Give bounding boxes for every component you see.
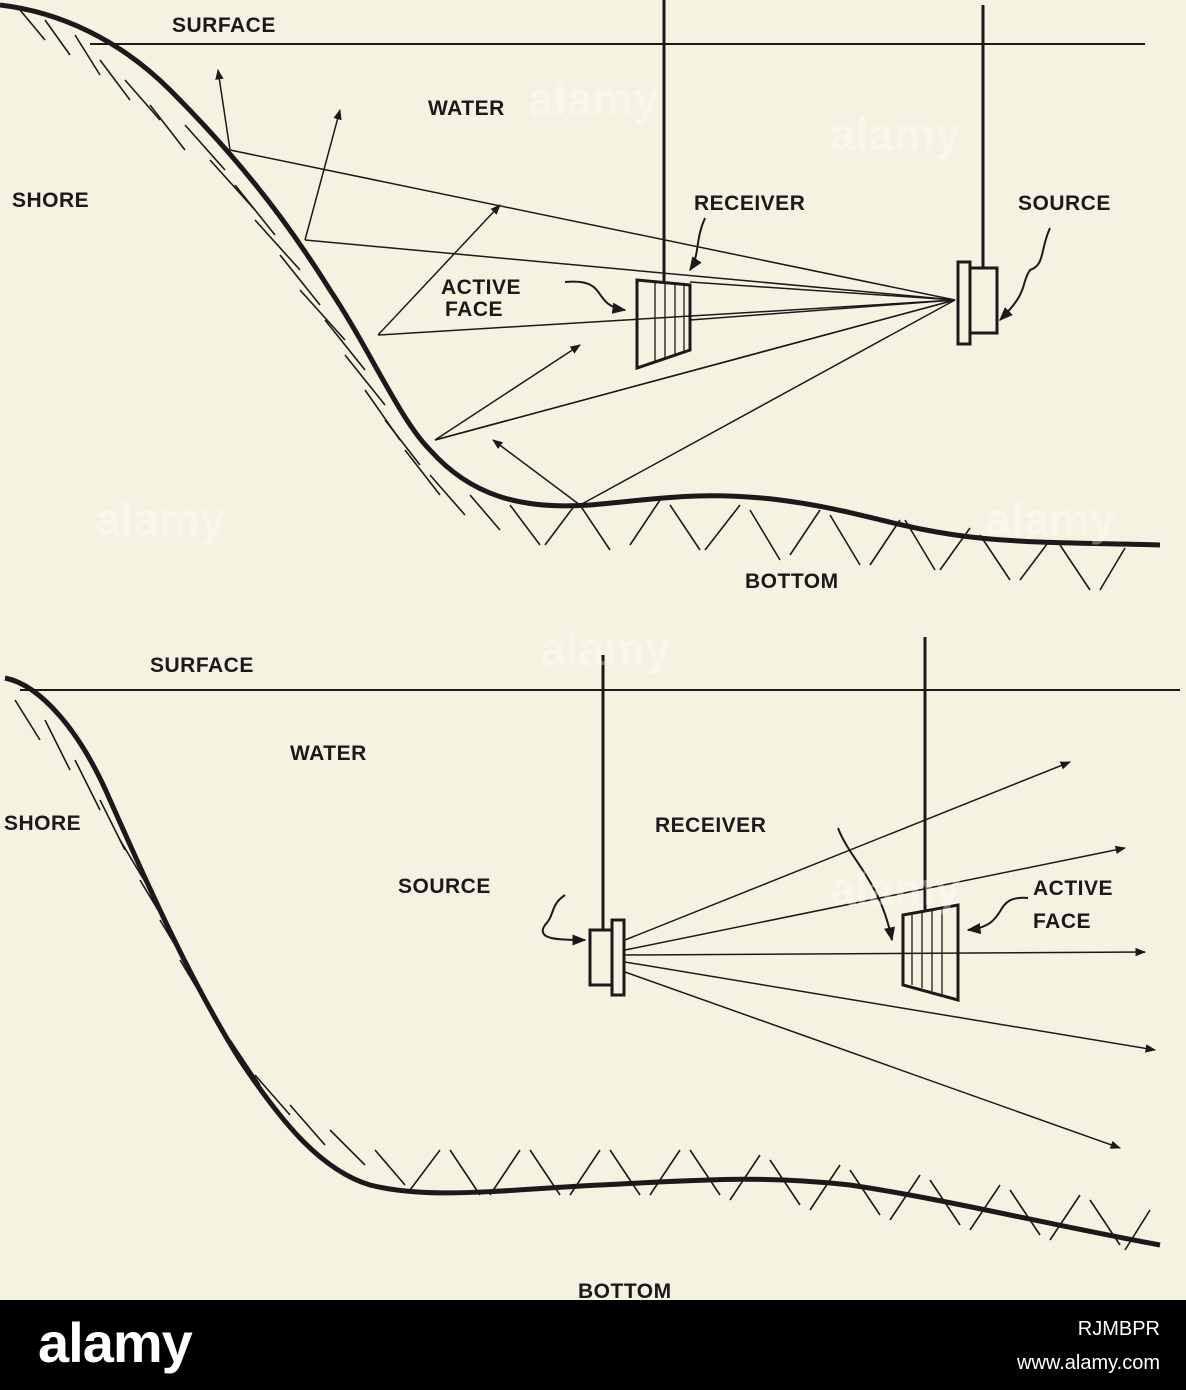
watermark: alamy [95,493,226,545]
seabed-hatching [19,9,1126,591]
shoreline-profile [4,675,1161,1248]
sonar-diagram: SURFACE WATER SHORE RECEIVER SOURCE ACTI… [0,0,1180,1300]
label-face: FACE [445,298,503,321]
label-bottom: BOTTOM [745,570,839,593]
label-receiver: RECEIVER [694,192,805,215]
watermark: alamy [830,108,961,160]
active-face-pointer [564,280,627,314]
source-flange [956,260,972,346]
watermark-layer: alamy alamy alamy alamy alamy alamy [95,73,1116,915]
label-receiver: RECEIVER [655,814,766,837]
active-face-pointer [966,896,1029,935]
source-pointer [541,894,587,946]
watermark: alamy [985,493,1116,545]
label-surface: SURFACE [150,654,254,677]
top-panel: SURFACE WATER SHORE RECEIVER SOURCE ACTI… [0,0,1161,593]
label-shore: SHORE [4,812,81,835]
watermark: alamy [528,73,659,125]
source-transducer [965,266,999,335]
label-shore: SHORE [12,189,89,212]
sound-rays [624,761,1157,1149]
label-source: SOURCE [1018,192,1111,215]
seabed-hatching [14,699,1151,1251]
receiver-pointer [689,217,706,272]
watermark: alamy [540,623,671,675]
bottom-panel: SURFACE WATER SHORE RECEIVER SOURCE ACTI… [4,637,1180,1300]
watermark: alamy [830,863,961,915]
footer-bar: alamy RJMBPR www.alamy.com [0,1300,1186,1390]
footer-logo: alamy [38,1311,193,1374]
source-pointer [999,227,1051,321]
sound-rays [229,149,956,506]
label-active: ACTIVE [441,276,521,299]
label-water: WATER [428,97,505,120]
label-face: FACE [1033,910,1091,933]
receiver-stripes [911,909,943,994]
receiver-transducer [635,278,692,371]
label-bottom: BOTTOM [578,1280,672,1300]
source-flange [610,918,626,997]
reflected-rays [215,68,581,506]
shoreline-profile [0,2,1161,548]
footer-site: www.alamy.com [1017,1352,1160,1374]
label-water: WATER [290,742,367,765]
label-source: SOURCE [398,875,491,898]
receiver-pointer [837,827,896,942]
label-active: ACTIVE [1033,877,1113,900]
label-surface: SURFACE [172,14,276,37]
footer-image-id: RJMBPR [1077,1318,1160,1340]
receiver-stripes [654,282,685,362]
